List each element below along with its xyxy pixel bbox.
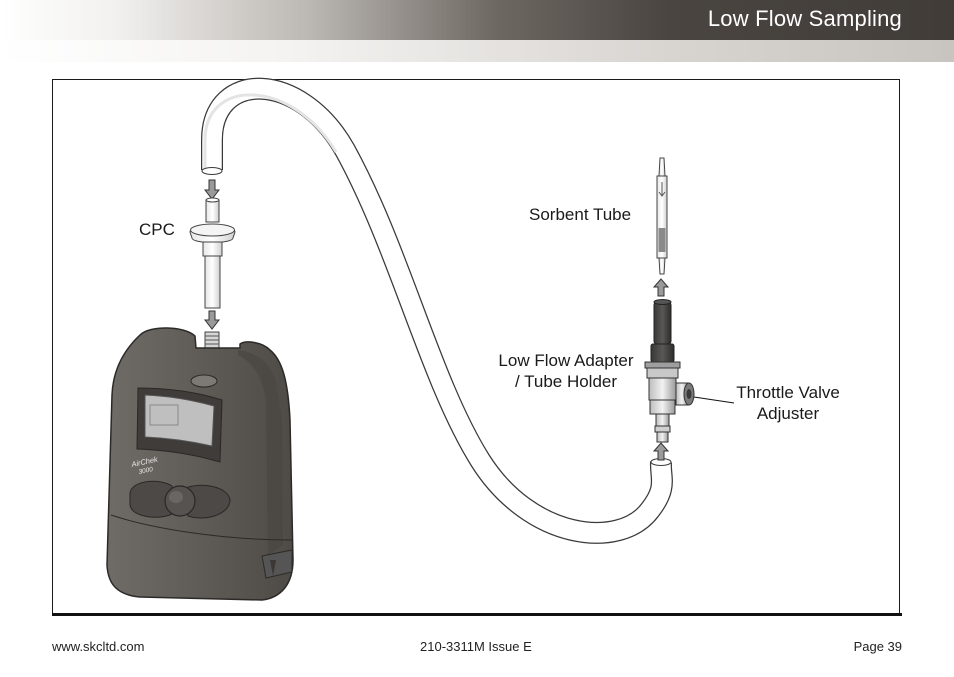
arrow-up-icon — [652, 442, 670, 461]
device-brand-line2: 3000 — [138, 466, 154, 476]
throttle-leader-line — [693, 396, 735, 404]
label-adapter-line2: / Tube Holder — [514, 372, 618, 391]
page-title: Low Flow Sampling — [707, 6, 902, 31]
label-throttle-line1: Throttle Valve — [736, 383, 840, 402]
airchek-pump: AirChek 3000 — [106, 327, 294, 601]
flexible-tubing — [201, 77, 673, 544]
footer-page-number: Page 39 — [853, 639, 902, 654]
arrow-down-icon — [203, 179, 221, 200]
header-bar — [0, 0, 954, 40]
pump-inlet — [204, 331, 220, 349]
label-throttle-line2: Adjuster — [756, 404, 820, 423]
footer-website-link[interactable]: www.skcltd.com — [52, 639, 145, 654]
label-low-flow-adapter: Low Flow Adapter / Tube Holder — [490, 350, 642, 392]
low-flow-adapter — [644, 299, 695, 443]
label-sorbent-tube: Sorbent Tube — [529, 205, 632, 224]
sorbent-tube — [656, 157, 668, 275]
diagram-frame-bottom-rule — [52, 613, 902, 616]
label-adapter-line1: Low Flow Adapter — [498, 351, 634, 370]
footer-doc-id: 210-3311M Issue E — [420, 639, 532, 654]
label-throttle-valve: Throttle Valve Adjuster — [728, 382, 848, 424]
arrow-up-icon — [652, 278, 670, 297]
arrow-down-icon — [203, 310, 221, 330]
cpc-fitting — [189, 197, 236, 309]
label-cpc: CPC — [139, 220, 175, 239]
header-sub-band — [0, 40, 954, 62]
